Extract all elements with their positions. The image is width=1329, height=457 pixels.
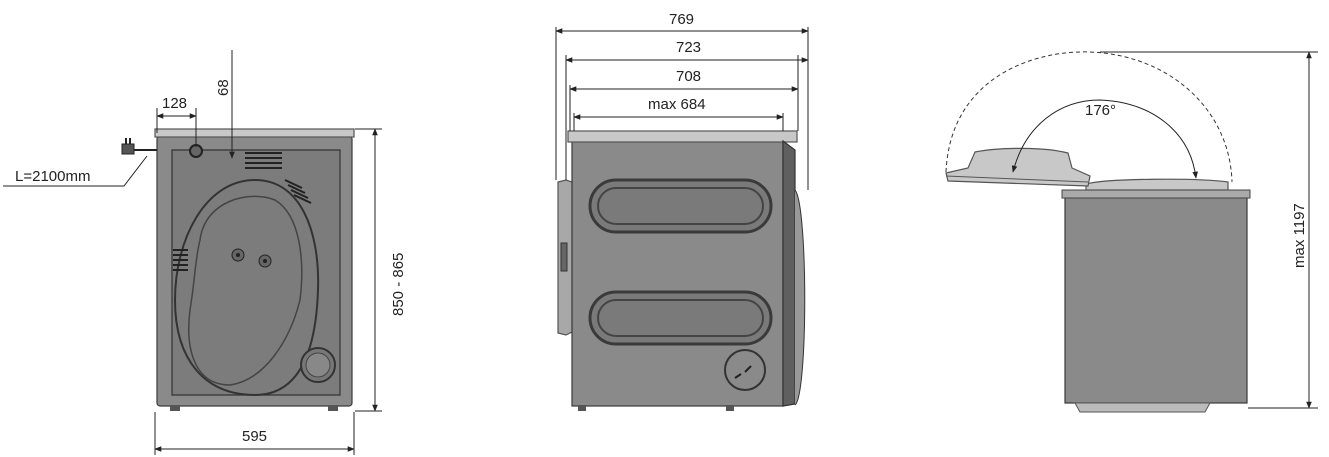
rear-view-top-cover [154,128,355,138]
lid-view-base [1074,402,1211,413]
lid-view-opened-lid [945,147,1091,187]
depth-door-label: 723 [676,39,701,56]
side-view-rib-lower [588,290,773,346]
rear-foot-right [328,405,338,411]
rear-vent-grille-top [245,152,312,204]
angle-label: 176° [1085,102,1116,119]
depth-total-label: 769 [669,11,694,28]
side-view-knob-icon [724,349,766,391]
cable-length-label: L=2100mm [15,168,90,185]
depth-max-label: max 684 [648,96,706,113]
side-view-back-panel [782,139,796,407]
lid-view-top-cover [1085,178,1229,191]
width-label: 595 [242,428,267,445]
rear-drum-outline [173,178,320,397]
depth-body-label: 708 [676,68,701,85]
max-height-label: max 1197 [1291,203,1308,268]
lid-swing-arc [945,51,1233,183]
side-view-rib-upper [588,178,773,234]
lid-open-view: 176° max 1197 [945,51,1318,413]
rear-drum-inner [188,195,303,386]
rear-foot-left [170,405,180,411]
rear-vent-grille-left [173,249,188,271]
offset-x-label: 128 [162,95,187,112]
lid-view-body [1064,192,1248,404]
angle-arc [1011,99,1198,179]
height-label: 850 - 865 [390,253,407,316]
offset-top-label: 68 [215,79,232,96]
rear-view: L=2100mm 128 68 595 850 - 865 [3,50,407,455]
side-view-top-cover [567,130,798,143]
power-plug-icon [121,138,157,155]
side-view: 769 723 708 max 684 [555,11,809,411]
